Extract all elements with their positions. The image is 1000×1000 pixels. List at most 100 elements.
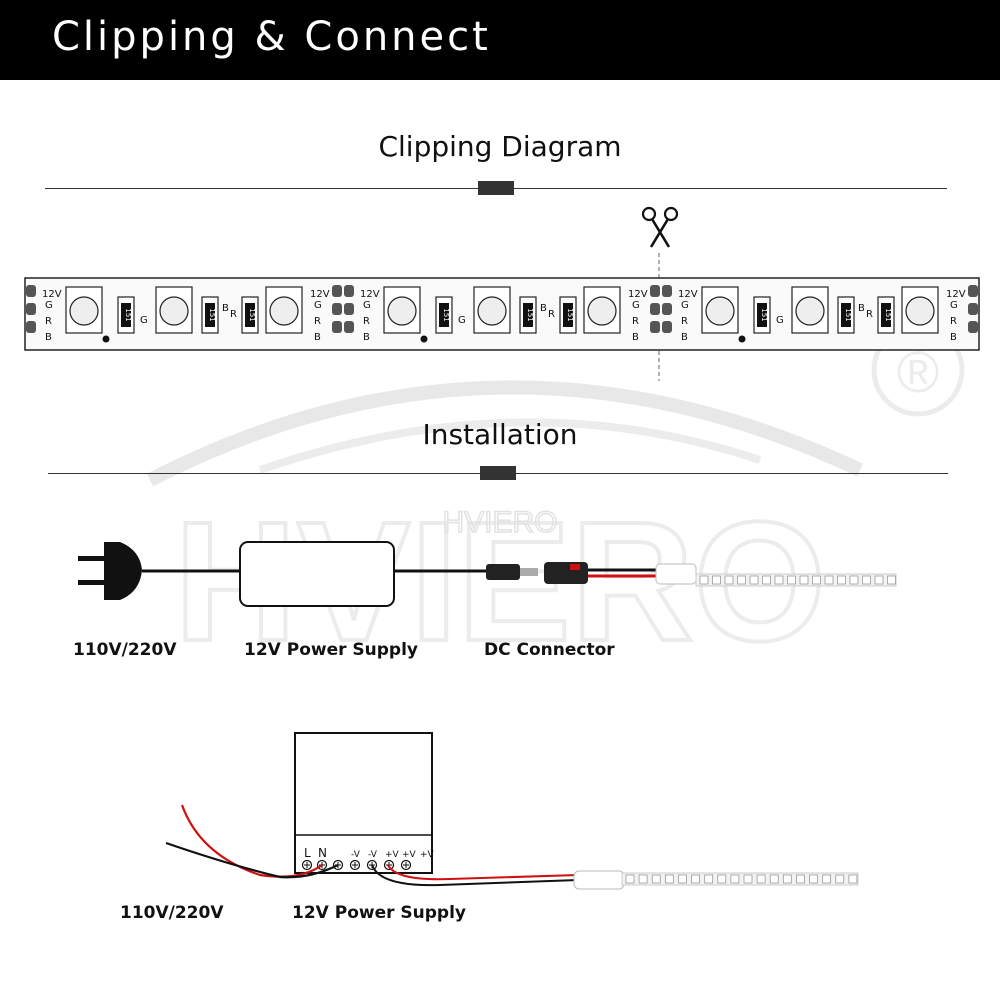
pad-label: B xyxy=(540,303,547,314)
pad-label: R xyxy=(866,309,873,320)
mini-led xyxy=(749,575,759,585)
clipping-diagram-title: Clipping Diagram xyxy=(378,130,622,163)
resistor: 151 xyxy=(519,296,537,334)
led-chip xyxy=(155,286,193,334)
mini-led xyxy=(824,575,834,585)
power-supply-label-bottom: 12V Power Supply xyxy=(292,903,467,923)
mini-led xyxy=(822,874,832,884)
watermark-brand-small: HVIERO xyxy=(442,506,557,539)
mini-led xyxy=(704,874,714,884)
svg-text:151: 151 xyxy=(124,308,132,321)
strip-channel-label: R xyxy=(950,316,957,327)
mini-led xyxy=(664,874,674,884)
resistor: 151 xyxy=(877,296,895,334)
strip-channel-label: B xyxy=(45,332,52,343)
strip-channel-label: G xyxy=(363,300,371,311)
led-chip xyxy=(473,286,511,334)
mini-led xyxy=(638,874,648,884)
dc-connector-icon xyxy=(544,562,588,584)
mini-led xyxy=(769,874,779,884)
pad-label: B xyxy=(858,303,865,314)
resistor: 151 xyxy=(117,296,135,334)
dc-plug xyxy=(486,564,538,580)
mains-label-bottom: 110V/220V xyxy=(120,903,224,923)
mini-led xyxy=(848,874,858,884)
mini-led xyxy=(796,874,805,884)
svg-text:151: 151 xyxy=(208,308,216,321)
pad-label: G xyxy=(458,315,466,326)
terminal-label: +V xyxy=(385,850,400,860)
pad-label: B xyxy=(222,303,229,314)
strip-voltage-label: 12V xyxy=(628,289,648,300)
strip-channel-label: B xyxy=(363,332,370,343)
mini-led xyxy=(691,874,700,884)
plug-icon xyxy=(78,542,142,600)
strip-voltage-label: 12V xyxy=(310,289,330,300)
scissors-icon xyxy=(641,206,679,248)
mini-led xyxy=(737,575,746,585)
clipping-divider-tab xyxy=(478,181,514,195)
header-bar xyxy=(0,0,1000,80)
resistor: 151 xyxy=(435,296,453,334)
svg-text:151: 151 xyxy=(760,308,768,321)
power-supply-box xyxy=(239,541,395,607)
strip-voltage-label: 12V xyxy=(42,289,62,300)
strip-channel-label: G xyxy=(950,300,958,311)
svg-text:151: 151 xyxy=(442,308,450,321)
led-chip xyxy=(265,286,303,334)
mini-led xyxy=(717,874,727,884)
mini-led xyxy=(812,575,821,585)
strip-voltage-label: 12V xyxy=(946,289,966,300)
mini-led xyxy=(678,874,687,884)
strip-channel-label: R xyxy=(632,316,639,327)
strip-channel-label: B xyxy=(681,332,688,343)
led-chip xyxy=(791,286,829,334)
mini-led xyxy=(625,874,635,884)
resistor: 151 xyxy=(559,296,577,334)
svg-text:151: 151 xyxy=(248,308,256,321)
mini-led xyxy=(837,575,846,585)
mini-led xyxy=(762,575,771,585)
mini-led xyxy=(712,575,721,585)
strip-channel-label: G xyxy=(314,300,322,311)
strip-channel-label: B xyxy=(950,332,957,343)
resistor: 151 xyxy=(241,296,259,334)
pad-label: R xyxy=(230,309,237,320)
strip-channel-label: B xyxy=(632,332,639,343)
terminal-label: +V xyxy=(402,850,417,860)
installation-divider-tab xyxy=(480,466,516,480)
mini-led xyxy=(756,874,766,884)
mini-led xyxy=(743,874,753,884)
mini-led xyxy=(774,575,784,585)
led-chip xyxy=(383,286,421,334)
terminal-label: -V xyxy=(351,850,361,860)
led-chip xyxy=(901,286,939,334)
dc-connector-label: DC Connector xyxy=(484,640,615,660)
mini-led xyxy=(787,575,796,585)
strip-channel-label: G xyxy=(45,300,53,311)
mains-label-top: 110V/220V xyxy=(73,640,177,660)
terminal-label: -V xyxy=(368,850,378,860)
terminal-label: N xyxy=(318,846,327,860)
terminal-label: +V xyxy=(420,850,435,860)
mini-led xyxy=(874,575,884,585)
svg-text:151: 151 xyxy=(844,308,852,321)
strip-channel-label: R xyxy=(314,316,321,327)
strip-channel-label: B xyxy=(314,332,321,343)
pad-label: G xyxy=(140,315,148,326)
terminal-label: L xyxy=(304,846,311,860)
resistor: 151 xyxy=(753,296,771,334)
mini-led xyxy=(730,874,740,884)
mini-led xyxy=(849,575,859,585)
strip-channel-label: G xyxy=(632,300,640,311)
led-chip xyxy=(583,286,621,334)
installation-title: Installation xyxy=(422,418,578,451)
strip-channel-label: R xyxy=(681,316,688,327)
page-title: Clipping & Connect xyxy=(52,14,491,60)
strip-voltage-label: 12V xyxy=(360,289,380,300)
power-supply-unit xyxy=(294,732,433,874)
